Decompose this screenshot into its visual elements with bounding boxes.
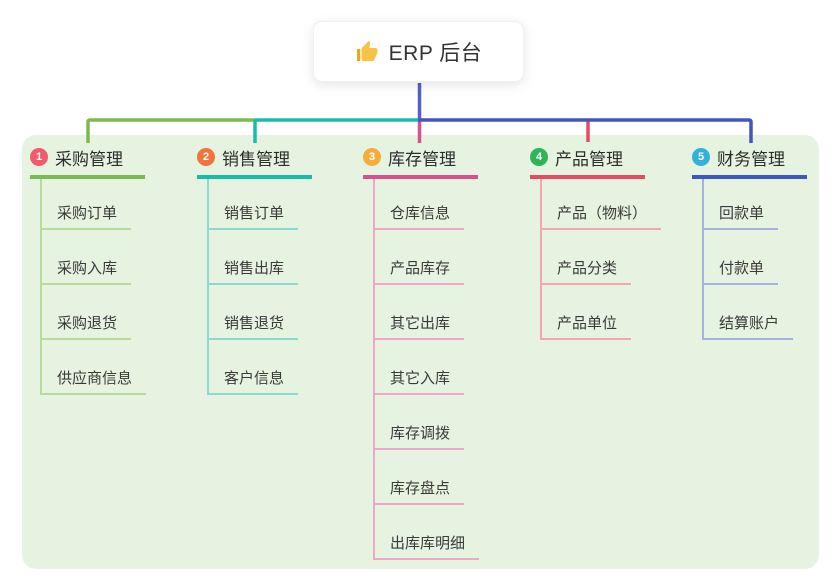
branch-purchase-children: 采购订单 采购入库 采购退货 供应商信息 (40, 179, 147, 395)
child-node[interactable]: 销售退货 (209, 285, 299, 340)
child-node[interactable]: 产品（物料） (542, 179, 662, 230)
branch-sales: 2 销售管理 销售订单 销售出库 销售退货 客户信息 (197, 145, 312, 395)
branch-finance-children: 回款单 付款单 结算账户 (702, 179, 794, 340)
branch-product-header[interactable]: 4 产品管理 (530, 145, 645, 179)
child-node[interactable]: 采购入库 (42, 230, 132, 285)
branch-sales-children: 销售订单 销售出库 销售退货 客户信息 (207, 179, 299, 395)
badge-5: 5 (692, 148, 710, 166)
child-node[interactable]: 其它出库 (375, 285, 465, 340)
branch-finance: 5 财务管理 回款单 付款单 结算账户 (692, 145, 807, 340)
branch-product-children: 产品（物料） 产品分类 产品单位 (540, 179, 662, 340)
mindmap-canvas (22, 135, 819, 569)
child-node[interactable]: 采购订单 (42, 179, 132, 230)
badge-2: 2 (197, 148, 215, 166)
child-node[interactable]: 仓库信息 (375, 179, 465, 230)
badge-3: 3 (363, 148, 381, 166)
branch-purchase-header[interactable]: 1 采购管理 (30, 145, 145, 179)
branch-sales-label: 销售管理 (222, 149, 290, 169)
child-node[interactable]: 出库库明细 (375, 505, 480, 560)
branch-inventory-header[interactable]: 3 库存管理 (363, 145, 478, 179)
child-node[interactable]: 供应商信息 (42, 340, 147, 395)
child-node[interactable]: 采购退货 (42, 285, 132, 340)
branch-finance-label: 财务管理 (717, 149, 785, 169)
child-node[interactable]: 付款单 (704, 230, 779, 285)
branch-purchase: 1 采购管理 采购订单 采购入库 采购退货 供应商信息 (30, 145, 147, 395)
badge-4: 4 (530, 148, 548, 166)
root-title: ERP 后台 (388, 41, 483, 65)
thumbs-up-icon (356, 40, 378, 61)
branch-sales-header[interactable]: 2 销售管理 (197, 145, 312, 179)
child-node[interactable]: 库存调拨 (375, 395, 465, 450)
child-node[interactable]: 其它入库 (375, 340, 465, 395)
child-node[interactable]: 产品库存 (375, 230, 465, 285)
badge-1: 1 (30, 148, 48, 166)
child-node[interactable]: 产品分类 (542, 230, 632, 285)
branch-finance-header[interactable]: 5 财务管理 (692, 145, 807, 179)
child-node[interactable]: 客户信息 (209, 340, 299, 395)
branch-product: 4 产品管理 产品（物料） 产品分类 产品单位 (530, 145, 662, 340)
child-node[interactable]: 销售订单 (209, 179, 299, 230)
branch-purchase-label: 采购管理 (55, 149, 123, 169)
root-node[interactable]: ERP 后台 (313, 21, 524, 82)
branch-product-label: 产品管理 (555, 149, 623, 169)
child-node[interactable]: 结算账户 (704, 285, 794, 340)
branch-inventory-children: 仓库信息 产品库存 其它出库 其它入库 库存调拨 库存盘点 出库库明细 (373, 179, 480, 560)
child-node[interactable]: 销售出库 (209, 230, 299, 285)
branch-inventory-label: 库存管理 (388, 149, 456, 169)
child-node[interactable]: 库存盘点 (375, 450, 465, 505)
child-node[interactable]: 产品单位 (542, 285, 632, 340)
child-node[interactable]: 回款单 (704, 179, 779, 230)
branch-inventory: 3 库存管理 仓库信息 产品库存 其它出库 其它入库 库存调拨 库存盘点 出库库… (363, 145, 480, 560)
